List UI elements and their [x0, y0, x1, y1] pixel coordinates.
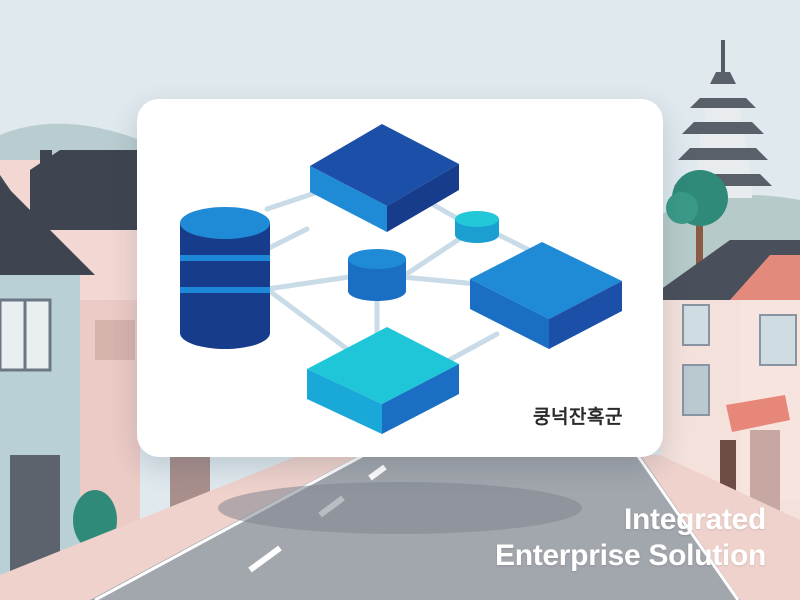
houses-left — [0, 150, 210, 580]
road-edge-left — [94, 454, 363, 600]
network-diagram — [180, 124, 622, 434]
node-cylinder-icon — [348, 249, 406, 301]
blue-block-icon — [470, 242, 622, 349]
illustration-card: 쿵넉잔혹군 — [137, 99, 663, 457]
tagline: Integrated Enterprise Solution — [495, 502, 766, 574]
card-label: 쿵넉잔혹군 — [533, 406, 623, 428]
tree-right — [666, 170, 728, 270]
tagline-line-1: Integrated — [623, 503, 766, 536]
road-edge-right — [636, 455, 740, 600]
pagoda — [674, 40, 772, 198]
database-icon — [180, 207, 270, 349]
cyan-block-icon — [307, 327, 459, 434]
node-puck-icon — [455, 211, 499, 243]
card-shadow — [218, 482, 582, 534]
tagline-line-2: Enterprise Solution — [495, 539, 766, 572]
navy-block-icon — [310, 124, 459, 232]
